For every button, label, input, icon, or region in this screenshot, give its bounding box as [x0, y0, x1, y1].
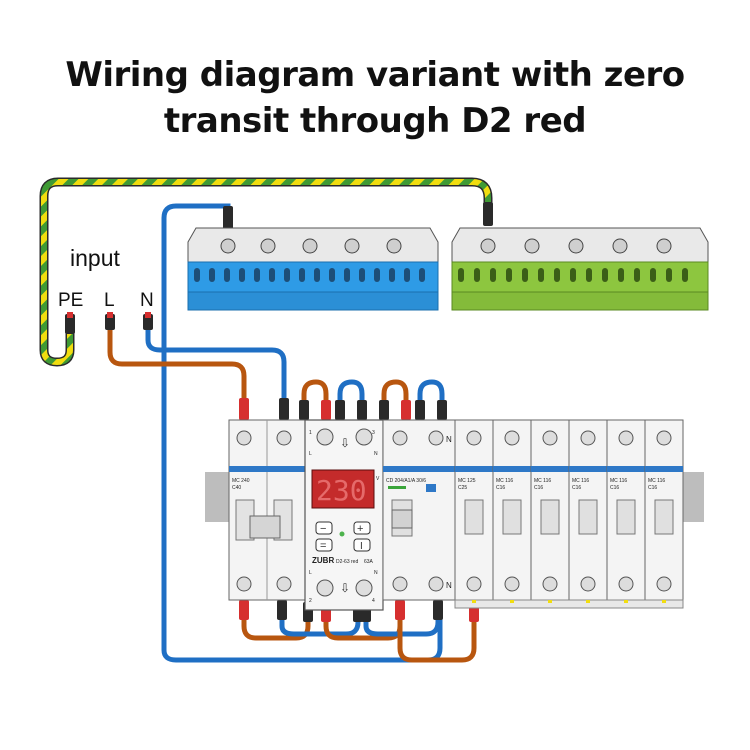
menu-button[interactable] — [315, 538, 333, 552]
relay-model: D2-63 red — [336, 559, 358, 565]
ferrule-pe — [65, 312, 75, 334]
relay-terminal-1: 1 — [309, 430, 312, 436]
breaker-handle-6[interactable] — [616, 499, 636, 535]
breaker-label-5: MC 116 — [572, 478, 589, 484]
arrow-down-icon: ⇩ — [340, 436, 350, 450]
terminal-label-pe: PE — [58, 290, 83, 311]
breaker-mc116-5: MC 116 C16 — [644, 419, 684, 601]
relay-letter-l-bottom: L — [309, 570, 312, 576]
breaker-mc116-3: MC 116 C16 — [568, 419, 608, 601]
rcd-test-button[interactable] — [426, 484, 436, 492]
page-title: Wiring diagram variant with zero transit… — [65, 55, 685, 141]
ferrule-l — [105, 312, 115, 330]
earth-bus-holes — [458, 268, 688, 282]
neutral-bus-holes — [194, 268, 425, 282]
breaker-mc116-4: MC 116 C16 — [606, 419, 646, 601]
status-led — [339, 531, 345, 537]
relay-brand: ZUBR — [312, 556, 334, 565]
rcd-neutral-letter: N — [446, 435, 452, 444]
breaker-sub-7: C16 — [648, 485, 657, 491]
rcd-label: CD 204/A1/A 30/6 — [386, 478, 426, 484]
din-rail-left — [205, 472, 231, 522]
relay-rating: 63A — [364, 559, 374, 565]
ferrule-n — [143, 312, 153, 330]
main-breaker-label: MC 240 — [232, 478, 250, 484]
relay-letter-l-top: L — [309, 451, 312, 457]
breaker-mc116-2: MC 116 C16 — [530, 419, 570, 601]
power-button-label: I — [360, 541, 363, 552]
relay-buttons: − + = I — [315, 521, 371, 552]
breaker-sub-3: C16 — [496, 485, 505, 491]
neutral-input-wire — [145, 323, 287, 409]
comb-busbar-teeth — [472, 600, 666, 603]
breaker-sub-5: C16 — [572, 485, 581, 491]
neutral-bus-screws — [220, 238, 402, 254]
breaker-label-4: MC 116 — [534, 478, 551, 484]
breaker-label-7: MC 116 — [648, 478, 665, 484]
earth-bus-screws — [480, 238, 672, 254]
plus-button-label: + — [357, 523, 363, 535]
relay-unit: V — [376, 476, 380, 482]
main-breaker-sub: C40 — [232, 485, 241, 491]
line-input-wire — [107, 323, 247, 409]
relay-terminal-3: 3 — [372, 430, 375, 436]
rcd: N CD 204/A1/A 30/6 N — [382, 419, 456, 601]
breaker-handle-5[interactable] — [578, 499, 598, 535]
earth-busbar — [451, 227, 709, 311]
rcd-neutral-letter-bottom: N — [446, 581, 452, 590]
input-label: input — [70, 245, 120, 271]
minus-button-label: − — [320, 523, 326, 535]
relay-letter-n-bottom: N — [374, 570, 378, 576]
breaker-handle-4[interactable] — [540, 499, 560, 535]
neutral-busbar — [187, 227, 439, 311]
minus-button[interactable] — [315, 521, 333, 535]
relay-terminal-4: 4 — [372, 598, 375, 604]
power-button[interactable] — [353, 538, 371, 552]
pe-wire — [39, 177, 493, 367]
breaker-sub-2: C25 — [458, 485, 467, 491]
breaker-handle-7[interactable] — [654, 499, 674, 535]
bottom-loop-wires — [241, 607, 477, 663]
breaker-handle-2[interactable] — [464, 499, 484, 535]
breaker-sub-4: C16 — [534, 485, 543, 491]
breaker-group: MC 125 C25 MC 116 C16 MC 116 C16 — [454, 419, 684, 609]
top-loop-wires — [301, 379, 445, 411]
breaker-mc116-1: MC 116 C16 — [492, 419, 532, 601]
relay-terminal-2: 2 — [309, 598, 312, 604]
relay-display — [311, 469, 375, 509]
neutral-wire-main — [161, 203, 443, 663]
rcd-handle[interactable] — [391, 509, 413, 529]
breaker-sub-6: C16 — [610, 485, 619, 491]
terminal-label-n: N — [140, 290, 154, 311]
menu-button-label: = — [320, 540, 326, 552]
main-breaker: MC 240 C40 — [228, 419, 306, 601]
breaker-handle-3[interactable] — [502, 499, 522, 535]
comb-busbar — [454, 599, 684, 609]
relay-display-value: 230 — [316, 474, 367, 507]
breaker-label-2: MC 125 — [458, 478, 476, 484]
zubr-relay: 1 3 L N ⇩ 230 V − + = I ZUBR D2-63 red 6… — [304, 419, 384, 611]
breaker-label-6: MC 116 — [610, 478, 627, 484]
plus-button[interactable] — [353, 521, 371, 535]
din-rail-right — [682, 472, 704, 522]
relay-letter-n-top: N — [374, 451, 378, 457]
arrow-down-icon-bottom: ⇩ — [340, 581, 350, 595]
breaker-mc125: MC 125 C25 — [454, 419, 494, 601]
terminal-label-l: L — [104, 290, 115, 311]
main-breaker-handle[interactable] — [249, 515, 281, 539]
breaker-label-3: MC 116 — [496, 478, 513, 484]
